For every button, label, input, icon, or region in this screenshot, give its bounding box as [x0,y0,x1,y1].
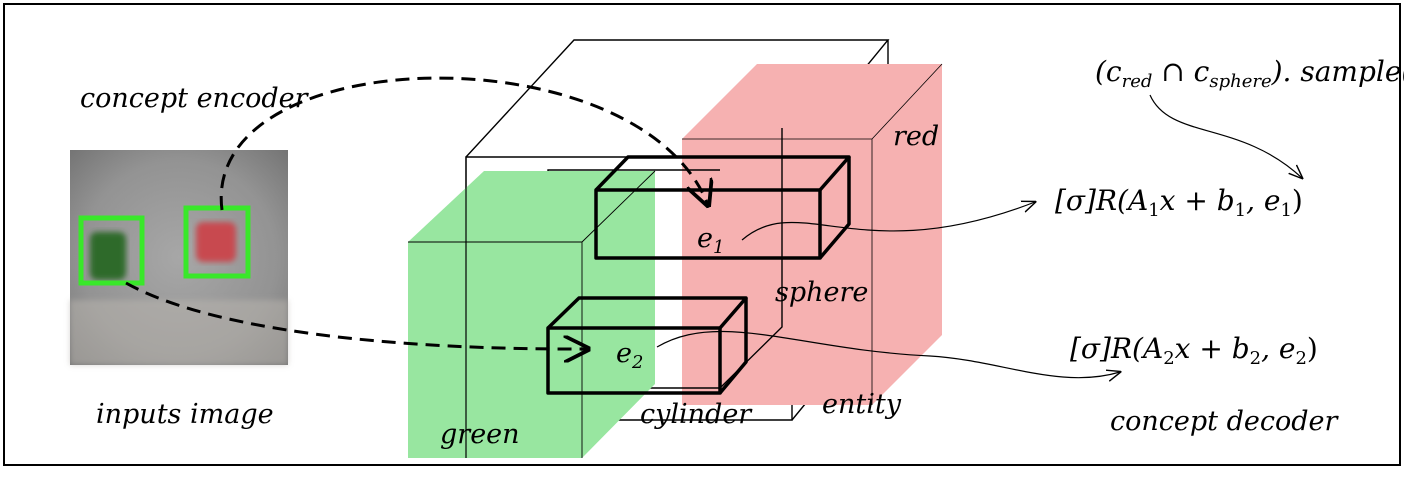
decoder-arrow-1 [741,202,1035,241]
sample-arrow [1149,94,1302,178]
e1-label: e1 [697,223,724,258]
sphere-label: sphere [775,277,868,308]
decoder-arrow-2 [656,330,1120,377]
image-floor [70,300,288,365]
entity-label: entity [822,389,902,420]
green-box [408,170,656,458]
e1-embedding-box [594,155,851,260]
encoder-arrow-red [219,76,708,210]
green-object [90,232,126,280]
green-label: green [440,419,520,450]
outer-border [3,3,1401,466]
e2-embedding-box [546,296,748,395]
cylinder-label: cylinder [640,399,753,430]
decoder-formula-1: [σ]R(A1x + b1, e1) [1055,184,1303,221]
red-object [196,222,236,262]
decoder-formula-2: [σ]R(A2x + b2, e2) [1070,332,1318,369]
e2-label: e2 [616,338,643,373]
red-bounding-box [183,205,251,279]
input-image [70,150,288,365]
red-label: red [893,121,939,152]
concept-encoder-label: concept encoder [80,83,310,114]
green-bounding-box [78,215,145,286]
concept-decoder-label: concept decoder [1110,406,1339,437]
sample-formula: (cred ∩ csphere). sample() [1095,55,1404,92]
inputs-image-label: inputs image [96,399,274,430]
